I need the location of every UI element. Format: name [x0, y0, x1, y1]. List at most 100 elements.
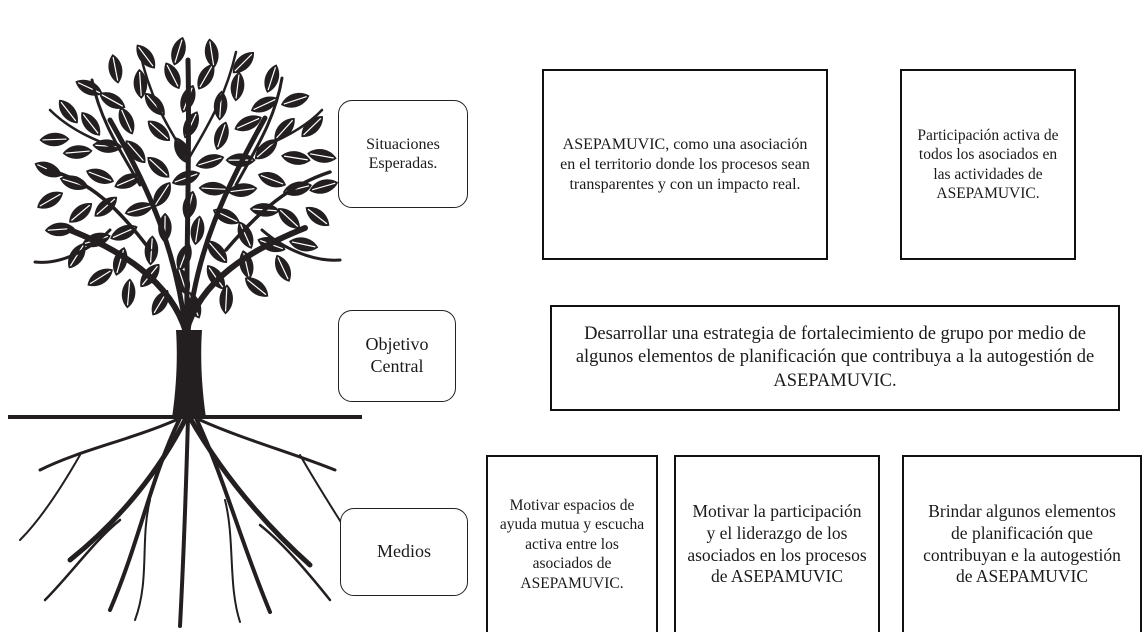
- branch: [48, 108, 122, 152]
- leaf-vein: [166, 64, 179, 87]
- leaf-vein: [311, 182, 336, 191]
- root: [178, 416, 190, 628]
- leaf-vein: [303, 117, 322, 136]
- branch: [90, 78, 142, 187]
- leaf-vein: [224, 287, 228, 312]
- branch: [234, 76, 284, 187]
- objetivo-box-text: Desarrollar una estrategia de fortalecim…: [575, 324, 1095, 391]
- branch: [67, 227, 189, 335]
- tree-illustration: [8, 36, 362, 628]
- situaciones-box-1: ASEPAMUVIC, como una asociación en el te…: [542, 69, 828, 260]
- leaf-vein: [309, 153, 334, 159]
- leaf-vein: [88, 171, 112, 182]
- leaf-vein: [96, 198, 116, 216]
- leaf-vein: [69, 245, 84, 267]
- situaciones-box-2: Participación activa de todos los asocia…: [900, 69, 1076, 260]
- leaf-vein: [230, 188, 255, 193]
- leaf-vein: [234, 53, 253, 72]
- leaf-vein: [279, 209, 299, 228]
- leaf-vein: [201, 187, 226, 190]
- medios-box-3: Brindar algunos elementos de planificaci…: [902, 455, 1142, 632]
- leaf-vein: [240, 223, 251, 247]
- leaf-vein: [267, 67, 277, 91]
- label-objetivo-central: Objetivo Central: [338, 310, 456, 402]
- label-medios: Medios: [340, 508, 468, 596]
- branch: [185, 115, 268, 335]
- medios-box-2: Motivar la participación y el liderazgo …: [674, 455, 880, 632]
- root: [194, 416, 272, 614]
- leaf-vein: [89, 270, 111, 285]
- leaf-vein: [149, 158, 168, 176]
- leaf-vein: [121, 109, 132, 133]
- label-medios-text: Medios: [377, 541, 431, 562]
- leaf-vein: [283, 155, 308, 161]
- leaf-vein: [65, 150, 90, 154]
- branch: [184, 57, 192, 335]
- root: [224, 499, 241, 623]
- leaf-vein: [235, 74, 240, 99]
- branch: [46, 168, 152, 252]
- label-situaciones-text: Situaciones Esperadas.: [366, 135, 440, 172]
- leaf-vein: [174, 39, 183, 63]
- root: [43, 518, 122, 602]
- leaf-vein: [82, 114, 99, 134]
- leaf-vein: [253, 98, 276, 111]
- leaf-vein: [209, 41, 215, 66]
- tree-branches: [33, 50, 342, 335]
- branch: [260, 228, 342, 262]
- leaf-vein: [291, 241, 316, 248]
- label-situaciones-esperadas: Situaciones Esperadas.: [338, 100, 468, 208]
- medios-box-1-text: Motivar espacios de ayuda mutua y escuch…: [499, 497, 645, 592]
- leaf-vein: [149, 122, 169, 140]
- root: [134, 499, 151, 621]
- branch: [107, 117, 189, 335]
- branch: [224, 170, 332, 252]
- leaf-vein: [77, 82, 101, 94]
- leaf-vein: [60, 101, 77, 122]
- medios-box-1: Motivar espacios de ayuda mutua y escuch…: [486, 455, 658, 632]
- leaf-vein: [127, 142, 144, 162]
- root: [67, 415, 189, 563]
- leaf-vein: [307, 208, 328, 225]
- leaf-vein: [112, 57, 119, 81]
- leaf-vein: [39, 193, 61, 207]
- leaf-vein: [199, 65, 213, 88]
- leaf-vein: [276, 119, 294, 139]
- medios-box-2-text: Motivar la participación y el liderazgo …: [687, 500, 867, 587]
- leaf-vein: [195, 218, 200, 243]
- root: [198, 418, 337, 472]
- leaf-vein: [138, 71, 142, 96]
- root: [108, 416, 182, 612]
- leaf-vein: [101, 94, 124, 107]
- root: [258, 523, 332, 602]
- branch: [186, 50, 238, 162]
- objetivo-box: Desarrollar una estrategia de fortalecim…: [550, 305, 1120, 411]
- leaf-vein: [217, 124, 226, 148]
- situaciones-box-1-text: ASEPAMUVIC, como una asociación en el te…: [560, 135, 810, 193]
- leaf-vein: [198, 157, 222, 166]
- leaf-vein: [127, 205, 151, 214]
- leaf-vein: [71, 204, 91, 221]
- root: [187, 415, 313, 568]
- leaf-vein: [246, 279, 267, 296]
- leaf-vein: [277, 257, 289, 280]
- leaf-vein: [283, 96, 307, 105]
- label-objetivo-text: Objetivo Central: [365, 334, 429, 376]
- situaciones-box-2-text: Participación activa de todos los asocia…: [917, 126, 1059, 202]
- branch: [253, 108, 324, 152]
- leaf-vein: [126, 281, 131, 306]
- root: [19, 454, 81, 541]
- leaf-vein: [208, 242, 226, 262]
- root: [38, 418, 178, 472]
- branch: [138, 50, 190, 162]
- tree-roots: [19, 415, 356, 628]
- tree-trunk: [172, 330, 206, 418]
- medios-box-3-text: Brindar algunos elementos de planificaci…: [923, 500, 1121, 587]
- leaf-vein: [42, 138, 67, 141]
- branch: [33, 228, 112, 264]
- leaf-vein: [138, 46, 154, 67]
- leaf-vein: [260, 174, 284, 185]
- leaf-vein: [112, 227, 136, 239]
- leaf-vein: [236, 117, 260, 129]
- leaf-vein: [256, 140, 276, 158]
